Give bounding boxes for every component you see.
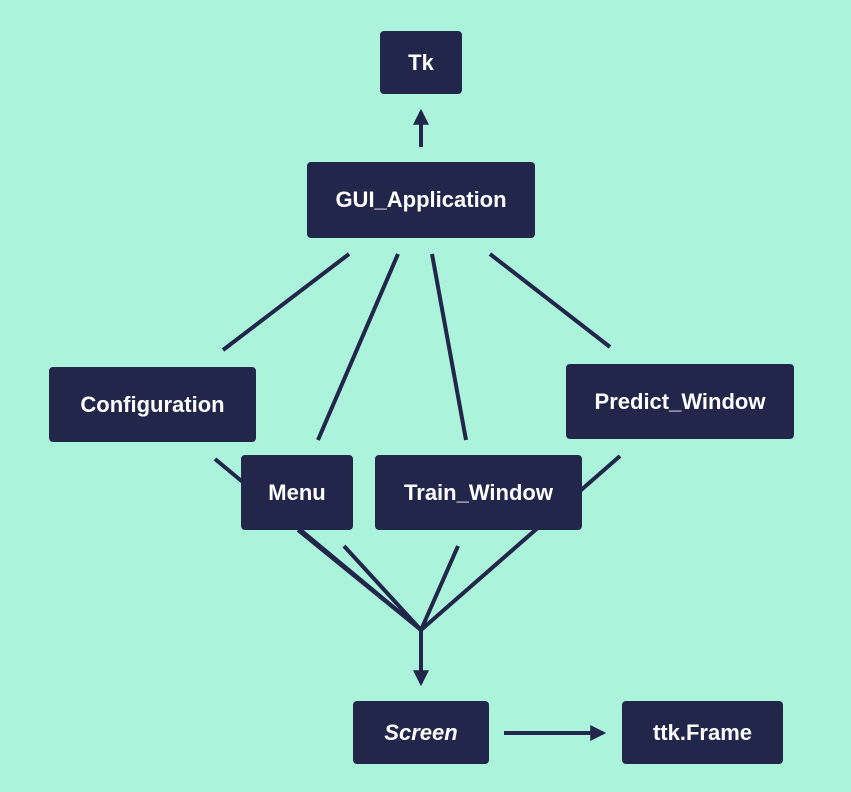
node-screen: Screen — [353, 701, 489, 764]
edge-menu-to-screen — [296, 528, 423, 632]
node-configuration-label: Configuration — [80, 391, 225, 417]
node-menu: Menu — [241, 455, 353, 530]
node-train-window: Train_Window — [375, 455, 582, 530]
edge-menu-inner-to-screen — [342, 544, 423, 632]
edge-predict-window-to-screen — [419, 454, 622, 632]
node-train-window-label: Train_Window — [404, 479, 553, 505]
node-gui-application-label: GUI_Application — [335, 187, 507, 212]
node-tk: Tk — [380, 31, 462, 94]
node-screen-label: Screen — [384, 719, 458, 745]
edge-gui-to-train-window — [430, 253, 468, 441]
edge-gui-to-menu — [316, 253, 400, 441]
edge-gui-to-configuration — [221, 252, 351, 352]
node-ttk-frame-label: ttk.Frame — [652, 719, 753, 745]
node-configuration: Configuration — [49, 367, 256, 442]
edge-gui-to-predict-window — [488, 252, 612, 349]
node-predict-window: Predict_Window — [566, 364, 794, 439]
node-predict-window-label: Predict_Window — [594, 388, 766, 414]
node-tk-label: Tk — [408, 49, 434, 75]
node-ttk-frame: ttk.Frame — [622, 701, 783, 764]
node-gui-application: GUI_Application — [307, 162, 535, 238]
node-menu-label: Menu — [268, 479, 326, 505]
edge-train-window-to-screen — [419, 545, 460, 631]
